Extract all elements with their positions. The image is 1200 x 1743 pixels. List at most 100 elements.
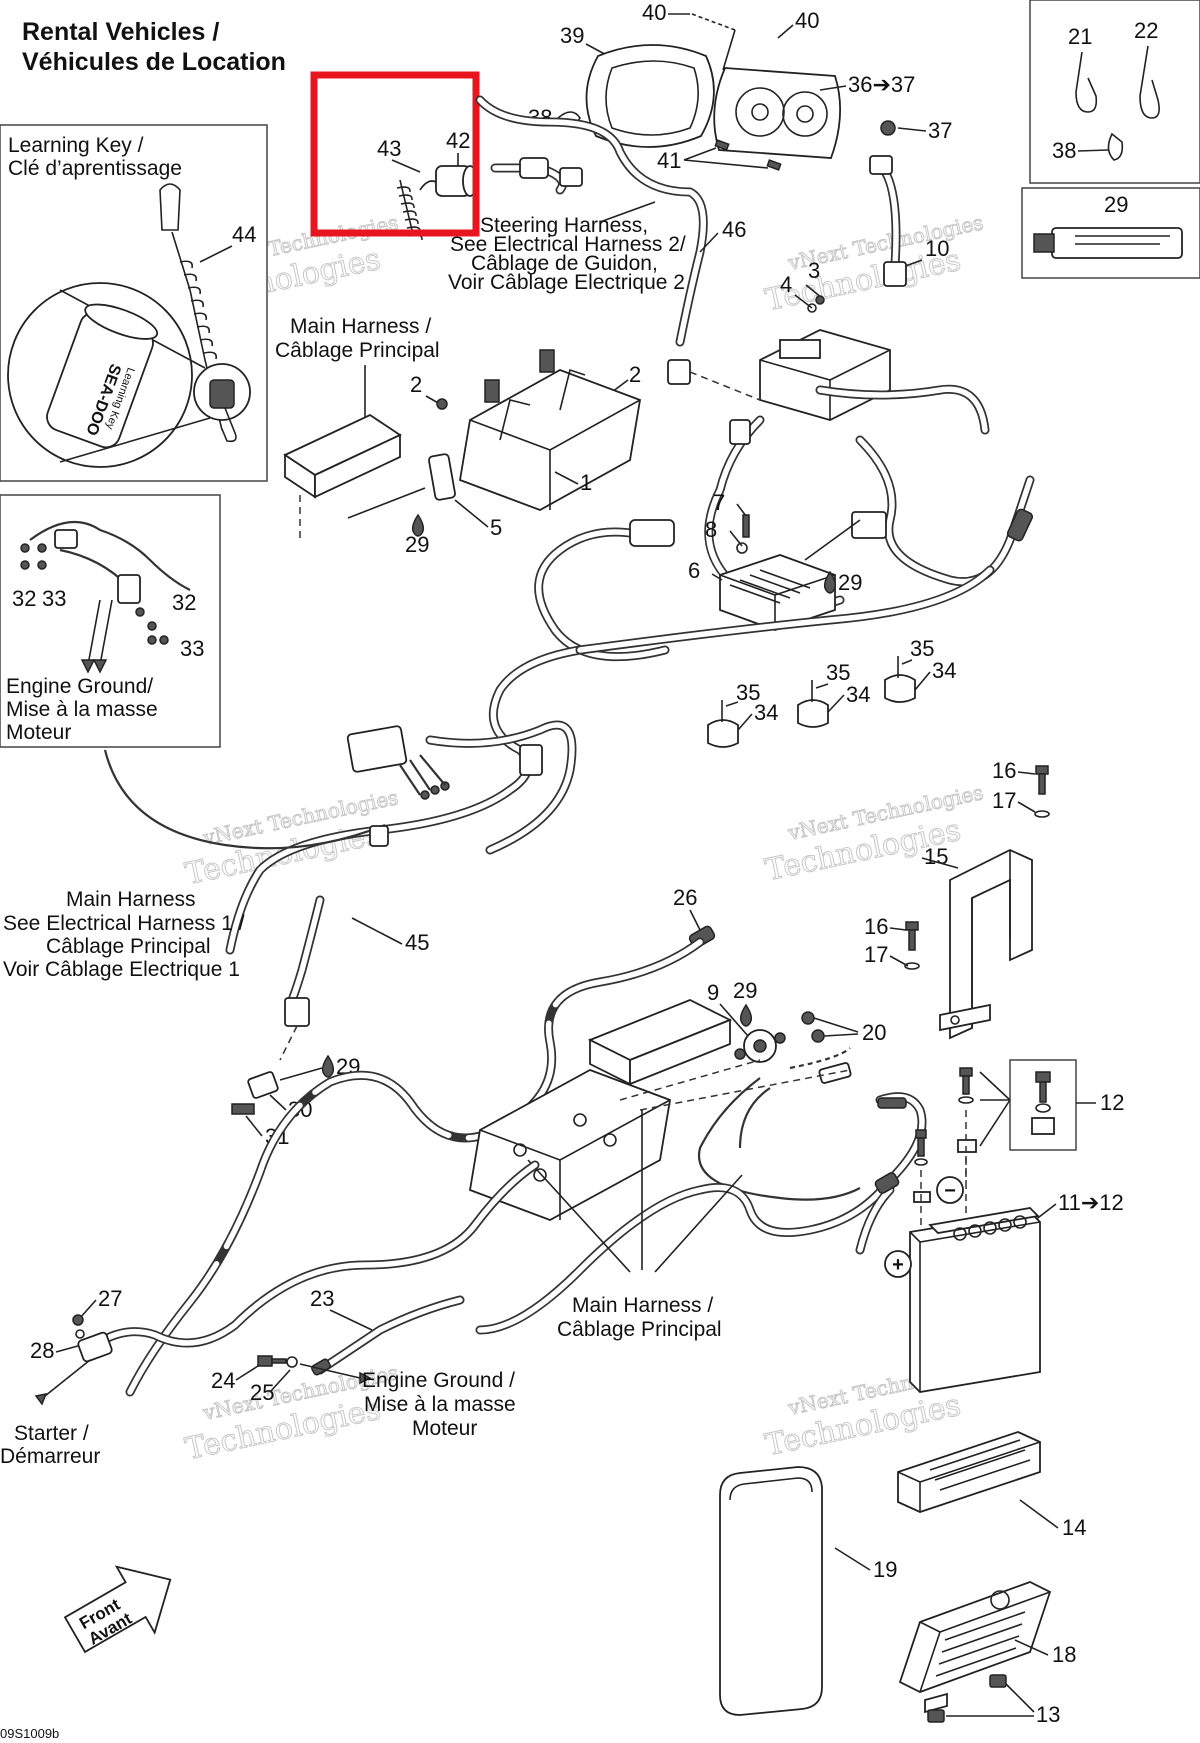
callout-5: 5	[490, 515, 502, 540]
callout-20: 20	[862, 1020, 886, 1045]
fuse-block-icon	[283, 413, 402, 540]
highlight-group: 43 42	[310, 71, 480, 241]
callout-42: 42	[446, 128, 470, 153]
main-harness-left-caption: Main Harness See Electrical Harness 1 / …	[3, 888, 245, 981]
callout-1: 1	[580, 470, 592, 495]
learning-key-label-line1: Learning Key /	[8, 134, 144, 157]
callout-8: 8	[705, 517, 717, 542]
learning-key-cylinder: SEA-DOO Learning Key	[46, 303, 159, 449]
callout-6: 6	[688, 558, 700, 583]
callout-41: 41	[657, 148, 681, 173]
connector-icon	[519, 744, 543, 776]
battery-pad-icon	[719, 1466, 823, 1716]
washer-icon	[904, 962, 920, 970]
svg-text:See Electrical Harness 2/: See Electrical Harness 2/	[450, 233, 686, 256]
title-line1: Rental Vehicles /	[22, 18, 219, 46]
bolt-icon	[1035, 1071, 1051, 1083]
bolt-icon	[147, 635, 157, 645]
grease-drop-icon	[823, 570, 837, 594]
engine-ground-bottom-line2: Mise à la masse	[364, 1393, 516, 1416]
ring-terminal-icon	[874, 1172, 900, 1194]
callout-15: 15	[924, 844, 948, 869]
clamp-icon	[797, 699, 829, 728]
figure-code: 09S1009b	[0, 1726, 59, 1741]
cable-tie-icon	[1139, 45, 1160, 119]
learning-key-label-line2: Clé d’aprentissage	[8, 157, 182, 180]
connector-block-icon	[346, 725, 408, 773]
callout-3: 3	[808, 258, 820, 283]
callout-45: 45	[405, 930, 429, 955]
cluster-bezel-icon	[585, 44, 715, 148]
engine-ground-bottom-line3: Moteur	[412, 1417, 477, 1440]
bolt-icon	[20, 543, 30, 553]
engine-ground-box: 32 33 32 33 Engine Ground/ Mise à la mas…	[0, 494, 221, 748]
callout-16a: 16	[992, 758, 1016, 783]
bolt-icon	[159, 635, 169, 645]
callout-11-12: 11➔12	[1058, 1190, 1124, 1215]
bolt-icon	[257, 1355, 273, 1367]
callout-36-37: 36➔37	[848, 72, 915, 97]
callout-2b: 2	[629, 362, 641, 387]
callout-38b: 38	[1052, 138, 1076, 163]
callout-9: 9	[707, 980, 719, 1005]
connector-icon	[851, 511, 887, 539]
key-post-icon	[419, 165, 478, 197]
front-arrow-icon: Front Avant	[63, 1565, 172, 1654]
callout-24: 24	[211, 1368, 235, 1393]
callout-12: 12	[1100, 1090, 1124, 1115]
fuse-box-lower	[468, 999, 733, 1221]
key-ring-icon	[221, 407, 237, 443]
callout-26: 26	[673, 885, 697, 910]
callout-40: 40	[642, 0, 666, 25]
grease-drop-icon	[739, 1003, 753, 1027]
svg-text:Câblage Principal: Câblage Principal	[275, 339, 440, 362]
svg-text:Câblage de Guidon,: Câblage de Guidon,	[471, 252, 658, 275]
callout-25: 25	[250, 1380, 274, 1405]
starter-cable	[90, 1160, 540, 1350]
starter-label-line1: Starter /	[14, 1422, 89, 1445]
connector-icon	[729, 419, 751, 445]
washer-icon	[736, 542, 748, 554]
battery-hardware-box: 12	[1009, 1059, 1124, 1151]
starter-label-line2: Démarreur	[0, 1445, 100, 1468]
harness-clamps: 35 34 35 34 35 34	[707, 636, 956, 748]
callout-22: 22	[1134, 18, 1158, 43]
bolt-icon	[20, 560, 30, 570]
screw-icon	[880, 120, 896, 136]
callout-46: 46	[722, 217, 746, 242]
callout-35b: 35	[826, 660, 850, 685]
callout-23: 23	[310, 1286, 334, 1311]
battery-minus-symbol: −	[944, 1180, 956, 1202]
connector-icon	[519, 157, 549, 179]
clamp-icon	[884, 674, 916, 703]
bolt-icon	[147, 621, 157, 631]
bolt-icon	[37, 560, 47, 570]
svg-text:Voir Câblage Electrique 1: Voir Câblage Electrique 1	[3, 958, 240, 981]
battery-tray-upper	[897, 1431, 1041, 1513]
nut-icon	[1031, 1117, 1055, 1135]
washer-icon	[286, 1356, 298, 1368]
ring-terminal-icon	[311, 1358, 331, 1376]
callout-43: 43	[377, 136, 401, 161]
callout-34a: 34	[754, 700, 778, 725]
engine-ground-label-line2: Mise à la masse	[6, 698, 158, 721]
bolt-icon	[135, 607, 145, 617]
svg-text:Câblage Principal: Câblage Principal	[557, 1318, 722, 1341]
callout-7: 7	[713, 490, 725, 515]
nut-icon	[927, 1709, 945, 1723]
grease-drop-icon	[411, 513, 425, 537]
callout-17a: 17	[992, 788, 1016, 813]
fuse-box-bracket	[458, 349, 642, 511]
callout-34b: 34	[846, 682, 870, 707]
grease-tube-icon	[1051, 227, 1183, 259]
callout-21: 21	[1068, 24, 1092, 49]
highlight-box	[310, 71, 480, 237]
nut-icon	[801, 1011, 815, 1025]
washer-icon	[1034, 810, 1050, 818]
bolt-icon	[742, 514, 750, 538]
connector-icon	[667, 359, 691, 385]
main-harness-bottom-caption: Main Harness / Câblage Principal	[527, 1110, 743, 1341]
nut-icon	[811, 1029, 825, 1043]
callout-39: 39	[560, 23, 584, 48]
svg-text:Voir Câblage Electrique 2: Voir Câblage Electrique 2	[448, 271, 685, 294]
